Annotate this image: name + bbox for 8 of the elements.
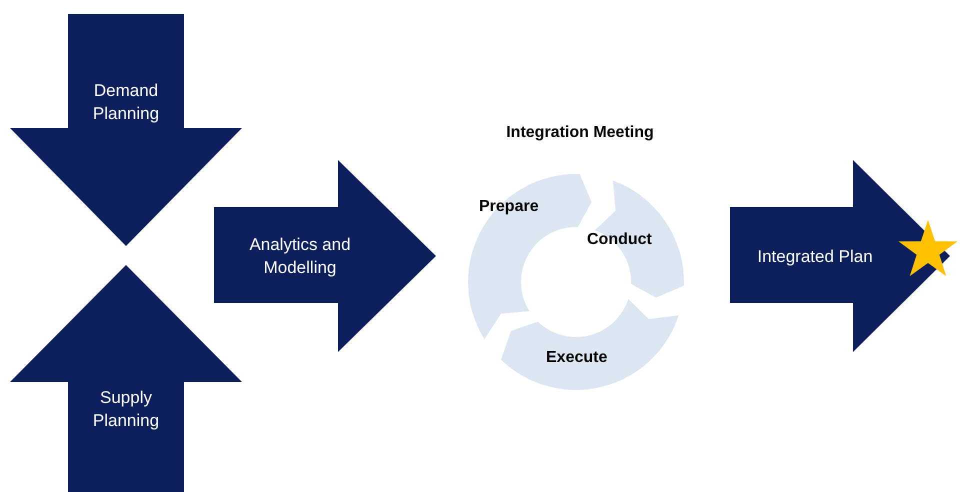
cycle-step-label: Execute — [546, 349, 608, 366]
arrow-label: Supply Planning — [92, 387, 160, 432]
arrow-label: Analytics and Modelling — [248, 234, 352, 279]
cycle-step-label: Prepare — [479, 198, 539, 215]
arrow-label: Demand Planning — [92, 80, 160, 125]
arrow-label: Integrated Plan — [756, 246, 874, 268]
cycle-step-label: Conduct — [587, 231, 652, 248]
cycle-title: Integration Meeting — [505, 124, 655, 142]
